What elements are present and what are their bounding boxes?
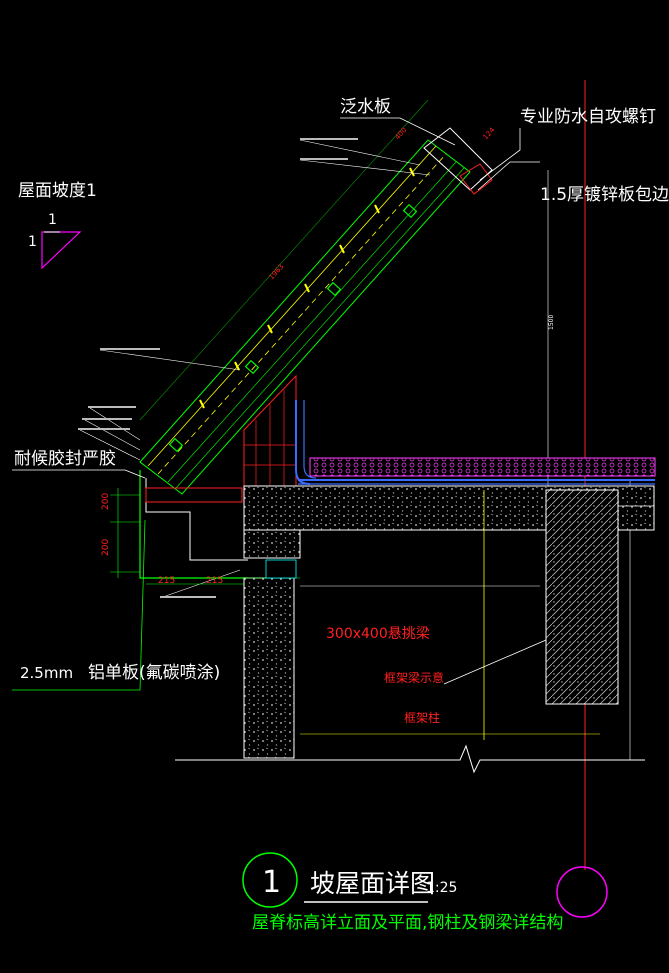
label-screw: 专业防水自攻螺钉 <box>520 107 656 127</box>
label-thickness: 2.5mm <box>20 664 73 682</box>
label-sealant: 耐候胶封严胶 <box>14 449 116 469</box>
frame-beam-leader <box>443 639 547 685</box>
dim-215a: 215 <box>158 576 175 586</box>
label-slope-left: 1 <box>28 234 37 250</box>
label-flashing: 泛水板 <box>340 97 391 117</box>
sealant-leader <box>12 469 146 479</box>
detail-subtitle: 屋脊标高详立面及平面,钢柱及钢梁详结构 <box>252 913 563 933</box>
axis-bubble <box>556 866 608 918</box>
dim-215b: 215 <box>206 576 223 586</box>
flat-roof-layers <box>295 394 656 485</box>
small-callouts <box>79 139 431 599</box>
label-slope-title: 屋面坡度1 <box>18 181 97 201</box>
label-frame-beam: 框架梁示意 <box>384 670 444 685</box>
label-slope-top: 1 <box>48 212 57 228</box>
slope-triangle <box>41 231 82 270</box>
dim-top: 400 <box>394 126 409 141</box>
dim-200b: 200 <box>101 539 111 556</box>
dim-tip: 124 <box>482 126 497 142</box>
detail-number-circle <box>242 852 298 908</box>
label-zinc-plate: 1.5厚镀锌板包边 <box>540 185 669 205</box>
label-aluminum: 铝单板(氟碳喷涂) <box>88 663 220 683</box>
concrete-structure <box>243 485 655 759</box>
label-frame-col: 框架柱 <box>404 710 440 725</box>
dim-slope: 1963 <box>268 263 286 282</box>
dim-200a: 200 <box>101 493 111 510</box>
detail-number: 1 <box>262 865 281 900</box>
eave-fascia <box>110 470 248 585</box>
detail-scale: 1:25 <box>426 880 457 896</box>
flashing-leader <box>340 117 456 146</box>
break-line <box>175 744 645 774</box>
label-beam: 300x400悬挑梁 <box>326 626 430 642</box>
aluminum-leader <box>12 519 146 691</box>
sloped-roof <box>139 127 493 495</box>
screw-leader <box>479 128 521 181</box>
dim-height: 1500 <box>548 315 555 330</box>
detail-title: 坡屋面详图 <box>310 869 435 898</box>
zinc-leader <box>477 161 540 191</box>
